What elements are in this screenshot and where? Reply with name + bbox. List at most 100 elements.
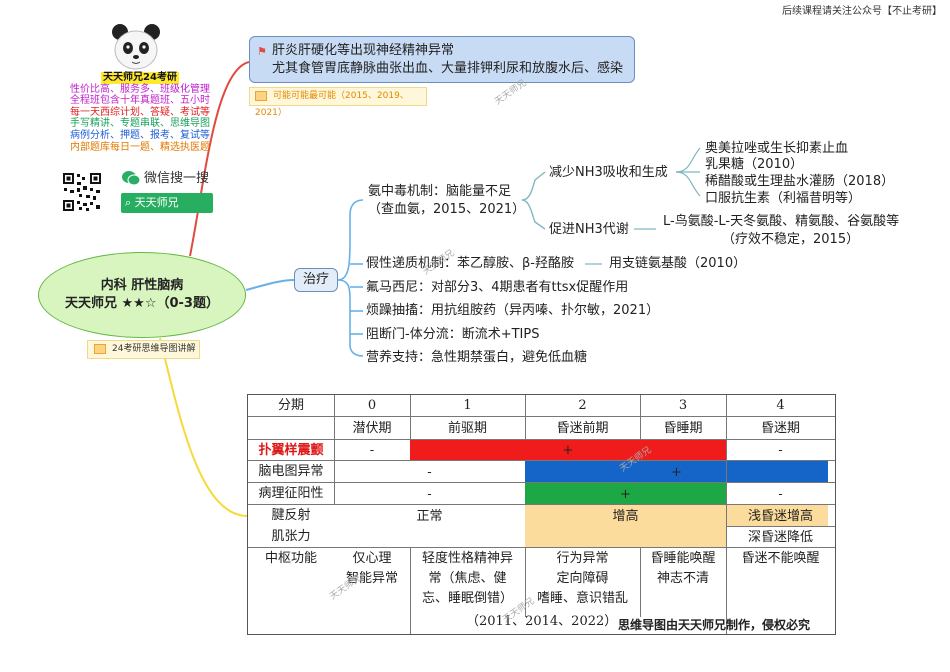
flumazenil: 氟马西尼：对部分3、4期患者有ttsx促醒作用 [366, 280, 629, 295]
stage-name: 昏睡期 [663, 421, 703, 436]
ad-block: 天天师兄24考研 性价比高、服务多、班级化管理 全程班包含十年真题班、五小时 每… [60, 72, 220, 153]
row-label-sign: 病理征阳性 [258, 486, 324, 501]
cns-stage3-line2: 神志不清 [656, 571, 709, 586]
reduce-item: 口服抗生素（利福昔明等） [705, 191, 862, 206]
reduce-item: 乳果糖（2010） [705, 157, 804, 172]
symptom-callout[interactable]: 肝炎肝硬化等出现神经精神异常 尤其食管胃底静脉曲张出血、大量排钾利尿和放腹水后、… [249, 36, 635, 83]
stage-name: 昏迷前期 [556, 421, 609, 436]
cns-stage2-line1: 行为异常 [556, 551, 609, 566]
reflex-high-cell [525, 504, 726, 547]
eeg-value: + [671, 465, 682, 480]
row-divider [248, 460, 835, 461]
false-neurotransmitter: 假性递质机制：苯乙醇胺、β-羟酪胺 [366, 256, 574, 271]
cns-stage0-line2: 智能异常 [345, 571, 398, 586]
bracket-ammonia [337, 199, 364, 281]
stage-number: 1 [463, 398, 472, 413]
cns-stage1-line3: 忘、睡眠倒错） [421, 591, 513, 606]
bracket-nutrition [337, 279, 364, 357]
tremor-value: - [369, 443, 375, 458]
col-divider [640, 547, 641, 617]
cns-stage0-line1: 仅心理 [352, 551, 392, 566]
cns-stage4-line1: 昏迷不能唤醒 [741, 551, 820, 566]
row-divider [248, 439, 835, 440]
reduce-nh3-node: 减少NH3吸收和生成 [549, 165, 668, 180]
sign-value: + [620, 487, 631, 502]
stage-number: 2 [578, 398, 587, 413]
line-promote [521, 199, 546, 230]
row-label-eeg: 脑电图异常 [258, 464, 324, 479]
ad-line: 每一天西综计划、答疑、考试等 [70, 106, 210, 118]
treatment-node[interactable]: 治疗 [294, 268, 338, 292]
reduce-item: 稀醋酸或生理盐水灌肠（2018） [705, 174, 895, 189]
row-divider [248, 504, 835, 505]
table-header-stage: 分期 [277, 398, 304, 413]
wechat-search-icon [122, 171, 141, 186]
tremor-value: - [778, 443, 783, 458]
row-label-tremor: 扑翼样震颤 [258, 443, 324, 458]
line-reduce [521, 171, 546, 201]
agitation-treatment: 烦躁抽搐：用抗组胺药（异丙嗪、扑尔敏，2021） [366, 303, 660, 318]
col-divider [334, 395, 335, 504]
tremor-positive-bar [410, 439, 726, 460]
ammonia-mechanism-line2: （查血氨，2015、2021） [368, 202, 526, 217]
red-flag-icon: ⚑ [257, 45, 267, 58]
stage-name: 潜伏期 [352, 421, 392, 436]
ammonia-mechanism-line1: 氨中毒机制：脑能量不足 [368, 184, 512, 199]
central-topic-note[interactable]: 24考研思维导图讲解 [87, 340, 200, 359]
row-divider [248, 482, 835, 483]
callout-note[interactable]: 可能可能最可能（2015、2019、2021） [249, 87, 427, 118]
eeg-positive-bar [525, 460, 828, 482]
line-reduce-3 [675, 171, 701, 197]
callout-line-1: 肝炎肝硬化等出现神经精神异常 [272, 43, 455, 58]
cns-stage2-line3: 嗜睡、意识错乱 [536, 591, 628, 606]
cns-stage3-line1: 昏睡能唤醒 [650, 551, 716, 566]
row-label-cns: 中枢功能 [264, 551, 317, 566]
ad-line: 手写精讲、专题串联、思维导图 [70, 118, 210, 130]
ad-title: 天天师兄24考研 [101, 72, 179, 84]
promote-item-line1: L-鸟氨酸-L-天冬氨酸、精氨酸、谷氨酸等 [663, 214, 900, 229]
row-divider [248, 416, 835, 417]
row-divider [248, 547, 835, 548]
search-icon: ⌕ [125, 196, 135, 209]
false-nt-drug: 用支链氨基酸（2010） [609, 256, 747, 271]
shunt-blocking: 阻断门-体分流：断流术+TIPS [366, 327, 540, 342]
ad-line: 全程班包含十年真题班、五小时 [70, 95, 210, 107]
callout-note-text: 可能可能最可能（2015、2019、2021） [255, 91, 409, 118]
central-topic[interactable]: 内科 肝性脑病 天天师兄 ★★☆（0-3题） [38, 252, 246, 338]
col-divider [410, 547, 411, 634]
wechat-search-label: 微信搜一搜 [144, 171, 210, 186]
col-divider [525, 547, 526, 617]
cns-stage1-line1: 轻度性格精神异 [421, 551, 513, 566]
col-divider [726, 395, 727, 634]
exam-years: （2011、2014、2022） [466, 614, 618, 629]
ad-line: 性价比高、服务多、班级化管理 [70, 83, 210, 95]
tremor-value: + [562, 443, 574, 458]
wechat-search-button-label: 天天师兄 [134, 196, 179, 209]
central-topic-title: 内科 肝性脑病 [100, 278, 184, 293]
stage-number: 0 [367, 398, 377, 413]
central-topic-note-text: 24考研思维导图讲解 [112, 344, 196, 354]
promote-nh3-node: 促进NH3代谢 [549, 222, 629, 237]
stage-number: 3 [678, 398, 688, 413]
ad-line: 内部题库每日一题、精选执医题 [70, 141, 210, 153]
qr-code-icon [62, 172, 102, 212]
reflex-shallow-coma: 浅昏迷增高 [747, 509, 813, 524]
branch-line-table [159, 337, 248, 517]
callout-line-2: 尤其食管胃底静脉曲张出血、大量排钾利尿和放腹水后、感染 [272, 61, 624, 76]
ad-line: 病例分析、押题、报考、复试等 [70, 129, 210, 141]
branch-line-treatment [245, 279, 295, 291]
col-divider [525, 395, 526, 439]
reduce-item: 奥美拉唑或生长抑素止血 [705, 141, 849, 156]
wechat-search-button[interactable]: ⌕ 天天师兄 [121, 193, 213, 213]
reflex-high: 增高 [612, 509, 639, 524]
stage-name: 前驱期 [447, 421, 487, 436]
note-icon [94, 343, 106, 354]
stage-name: 昏迷期 [760, 421, 800, 436]
copyright-credit: 思维导图由天天师兄制作，侵权必究 [618, 618, 811, 632]
branch-line-callout [189, 61, 250, 257]
note-icon [255, 90, 267, 101]
eeg-value: - [427, 465, 432, 480]
reflex-shallow-cell [726, 504, 828, 526]
stage-number: 4 [776, 398, 785, 413]
